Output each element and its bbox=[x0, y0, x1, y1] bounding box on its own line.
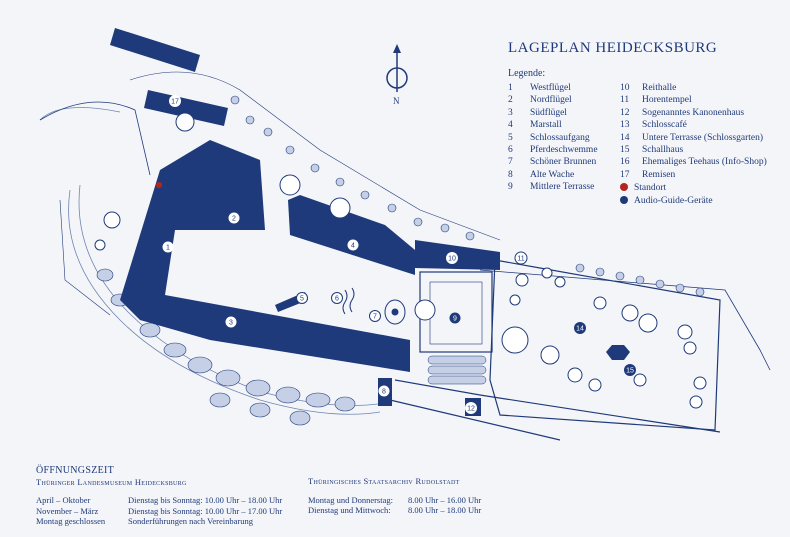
north-label: N bbox=[393, 96, 400, 106]
svg-text:6: 6 bbox=[335, 296, 339, 303]
garden-trees bbox=[94, 112, 707, 409]
legend-heading: Legende: bbox=[508, 68, 546, 79]
marker-12: 12 bbox=[465, 402, 477, 414]
marker-2: 2 bbox=[228, 212, 240, 224]
building-marstall bbox=[288, 195, 415, 275]
audio-guide-marker bbox=[175, 182, 181, 188]
building-reithalle bbox=[415, 240, 500, 270]
marker-9: 9 bbox=[449, 312, 461, 324]
north-arrow-icon bbox=[386, 44, 408, 92]
marker-6: 6 bbox=[331, 292, 343, 304]
tree-band bbox=[96, 268, 356, 426]
svg-text:12: 12 bbox=[467, 406, 475, 413]
svg-text:4: 4 bbox=[351, 243, 355, 250]
hours-row: Montag und Donnerstag:8.00 Uhr – 16.00 U… bbox=[308, 494, 482, 505]
hours-row: Dienstag und Mittwoch:8.00 Uhr – 18.00 U… bbox=[308, 505, 482, 515]
marker-1: 1 bbox=[162, 241, 174, 253]
hedge-rows bbox=[427, 355, 487, 385]
marker-17: 17 bbox=[169, 95, 181, 107]
building-castle-wings bbox=[120, 140, 410, 372]
museum-name: Thüringer Landesmuseum Heidecksburg bbox=[36, 476, 187, 487]
legend-standort: Standort bbox=[620, 183, 666, 193]
svg-text:9: 9 bbox=[453, 316, 457, 323]
museum-hours: ÖFFNUNGSZEIT Thüringer Landesmuseum Heid… bbox=[36, 465, 283, 527]
svg-text:7: 7 bbox=[373, 314, 377, 321]
archive-name: Thüringisches Staatsarchiv Rudolstadt bbox=[308, 476, 460, 486]
svg-text:8: 8 bbox=[382, 389, 386, 396]
marker-15: 15 bbox=[624, 364, 636, 376]
legend-audio-guide: Audio-Guide-Geräte bbox=[620, 196, 713, 206]
svg-text:5: 5 bbox=[300, 296, 304, 303]
number-markers: 1 2 3 4 5 6 7 8 9 10 11 12 14 15 17 bbox=[162, 95, 636, 414]
hours-heading: ÖFFNUNGSZEIT bbox=[36, 465, 115, 476]
svg-text:17: 17 bbox=[171, 99, 179, 106]
svg-text:15: 15 bbox=[626, 368, 634, 375]
red-dot-icon bbox=[620, 183, 628, 191]
marker-14: 14 bbox=[574, 322, 586, 334]
standort-marker bbox=[156, 182, 162, 188]
tree-row-north bbox=[230, 95, 705, 297]
svg-text:10: 10 bbox=[448, 256, 456, 263]
svg-text:14: 14 bbox=[576, 326, 584, 333]
terrace-outlines bbox=[39, 71, 771, 441]
archive-hours: Thüringisches Staatsarchiv Rudolstadt Mo… bbox=[308, 476, 481, 516]
marker-8: 8 bbox=[378, 385, 390, 397]
svg-text:11: 11 bbox=[517, 256, 524, 263]
marker-4: 4 bbox=[347, 239, 359, 251]
svg-text:2: 2 bbox=[232, 216, 236, 223]
marker-7: 7 bbox=[369, 310, 381, 322]
map-title: LAGEPLAN HEIDECKSBURG bbox=[508, 40, 718, 56]
marker-5: 5 bbox=[296, 292, 308, 304]
svg-text:3: 3 bbox=[229, 320, 233, 327]
building-schallhaus bbox=[606, 345, 630, 360]
marker-3: 3 bbox=[225, 316, 237, 328]
marker-10: 10 bbox=[446, 252, 458, 264]
building-remisen bbox=[144, 90, 228, 126]
marker-11: 11 bbox=[514, 251, 528, 265]
building-remisen-top bbox=[110, 28, 200, 72]
svg-text:1: 1 bbox=[166, 245, 170, 252]
blue-dot-icon bbox=[620, 196, 628, 204]
